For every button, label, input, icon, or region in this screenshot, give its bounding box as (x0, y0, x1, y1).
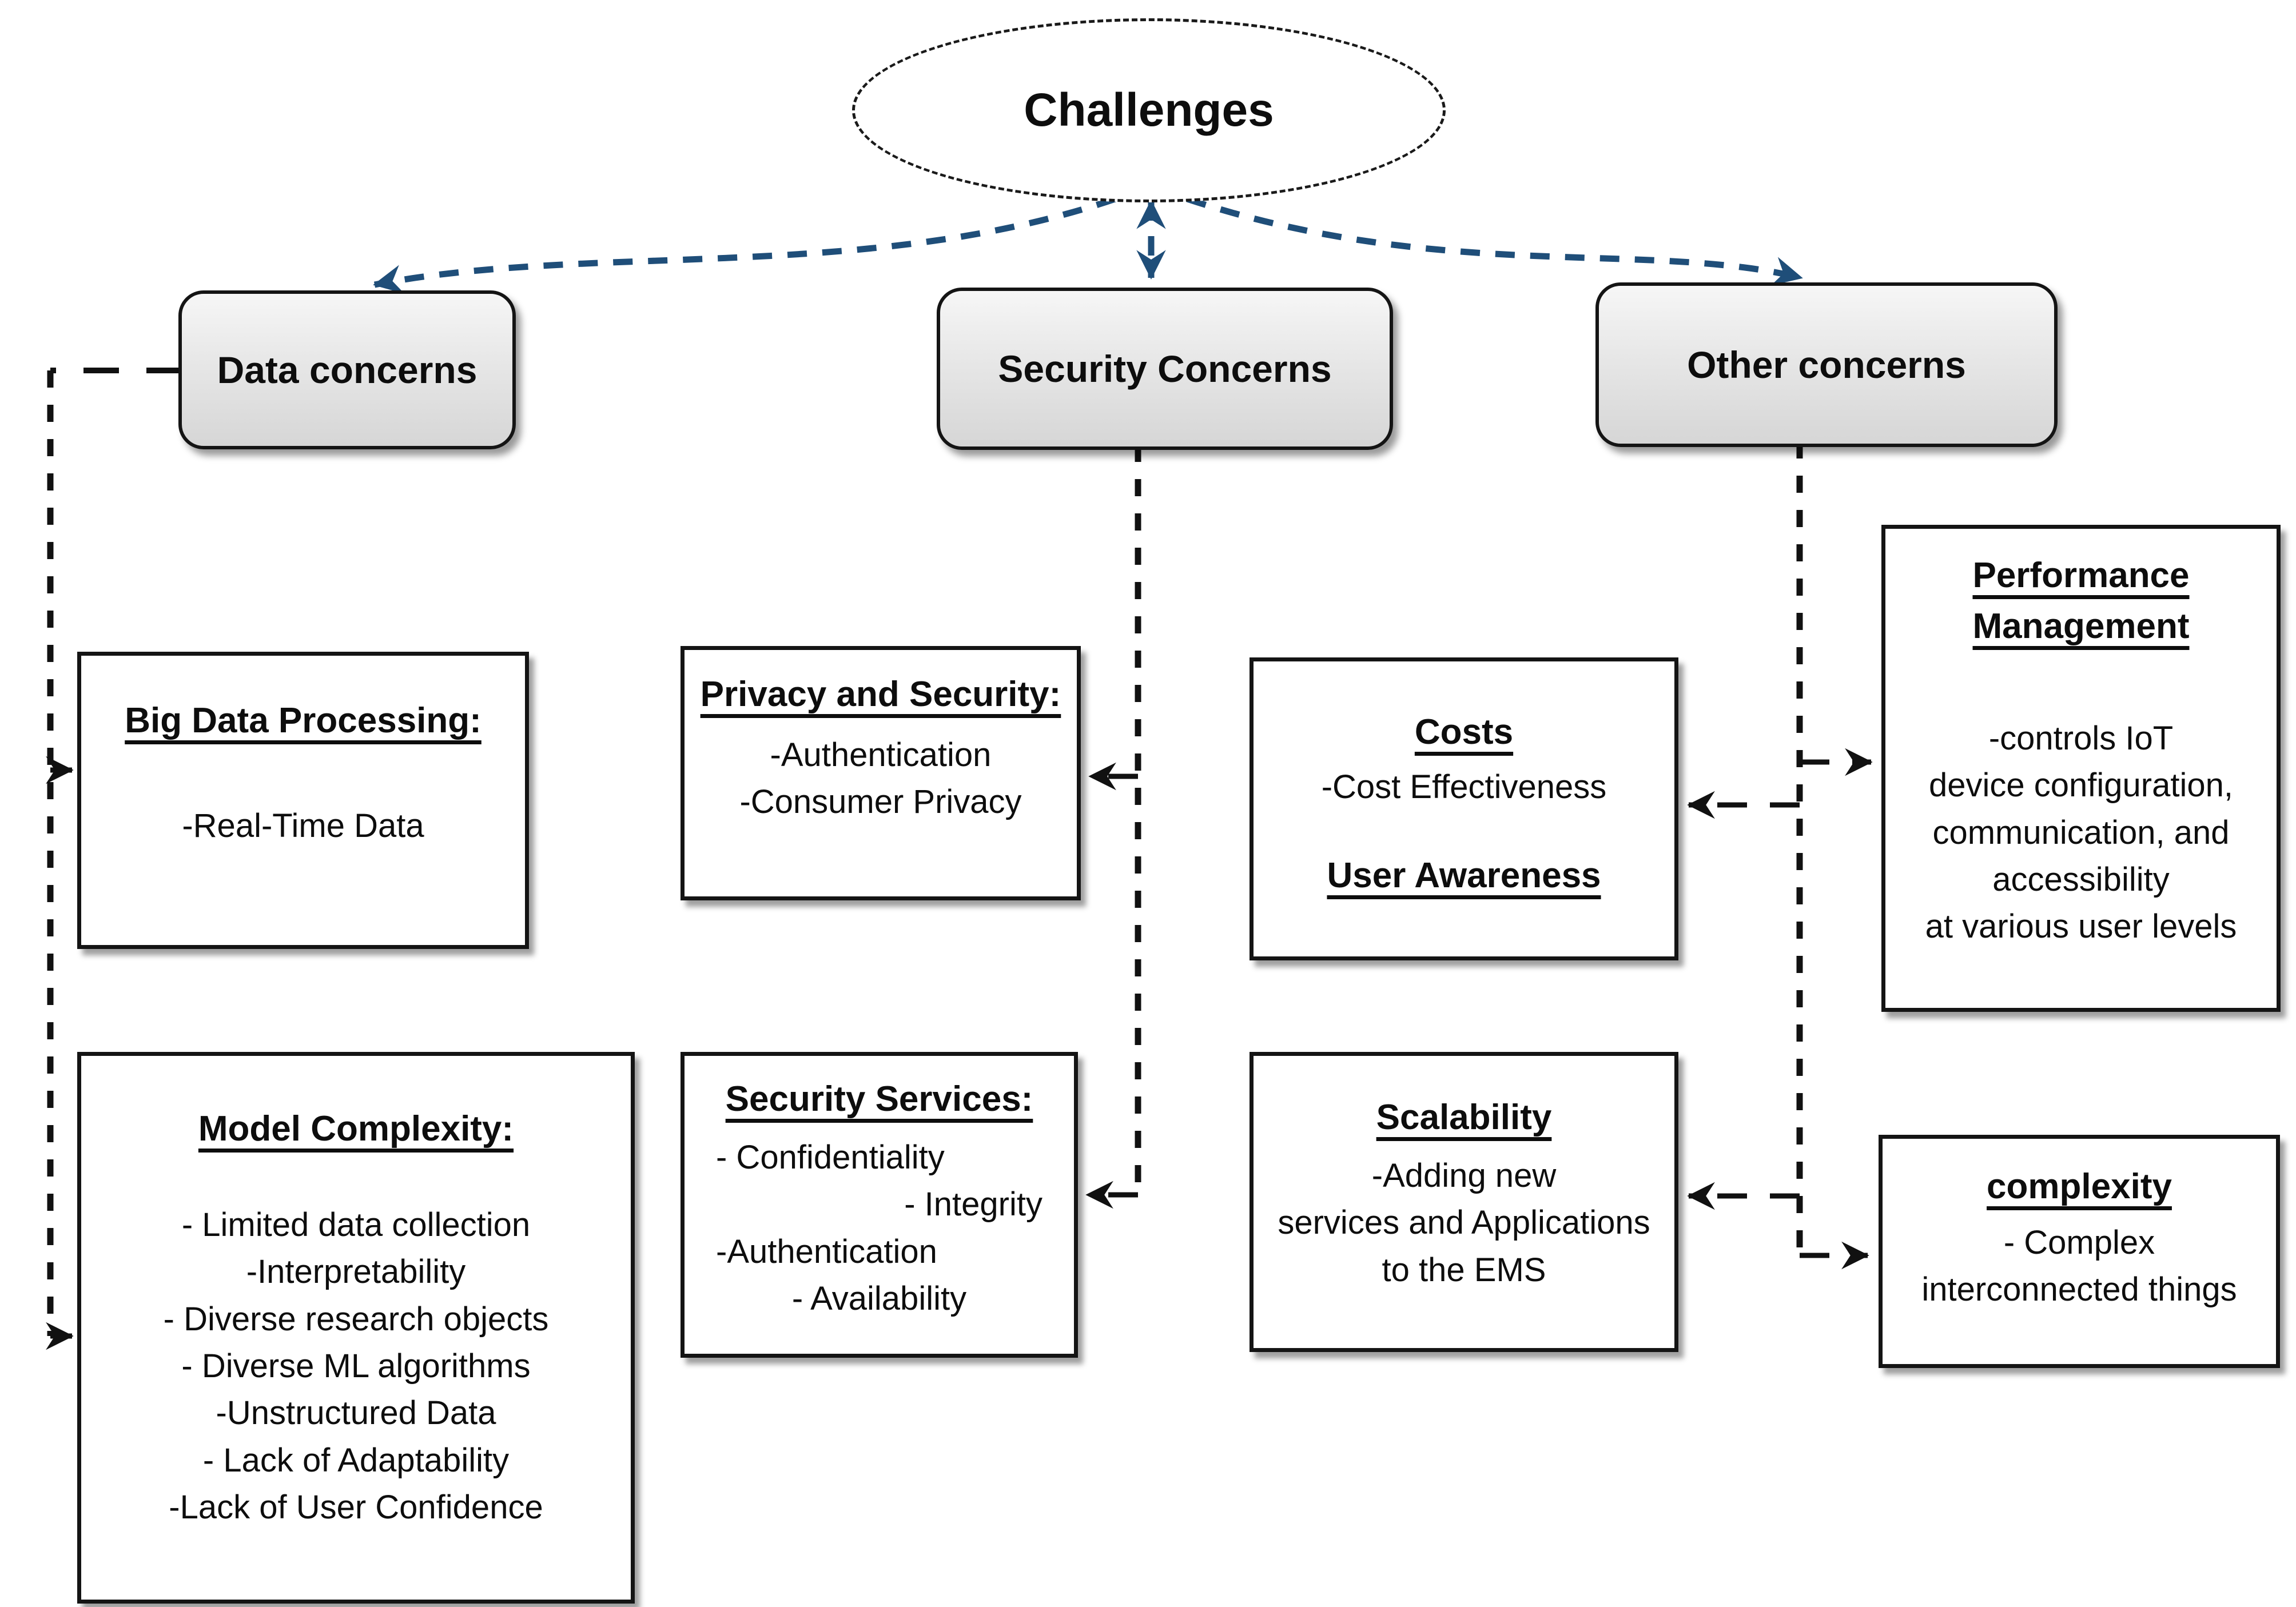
model-complexity-item: - Lack of Adaptability (202, 1441, 510, 1479)
model-complexity-item: -Lack of User Confidence (169, 1489, 543, 1526)
node-other-concerns: Other concerns (1595, 282, 2058, 447)
complexity-item: - Complex (2003, 1224, 2155, 1261)
security-services-item: - Availability (791, 1280, 967, 1318)
performance-item: -controls IoT (1988, 720, 2174, 757)
model-complexity-item: - Diverse research objects (163, 1300, 549, 1338)
complexity-title: complexity (1987, 1167, 2172, 1206)
security-services-title: Security Services: (725, 1079, 1033, 1119)
performance-item: communication, and (1932, 814, 2230, 851)
other-concerns-label: Other concerns (1687, 344, 1966, 386)
performance-item: device configuration, (1929, 767, 2233, 804)
big-data-item: -Real-Time Data (182, 807, 424, 844)
node-performance-management: Performance Management -controls IoT dev… (1881, 525, 2281, 1012)
node-security-services: Security Services: - Confidentiality - I… (681, 1052, 1078, 1358)
scalability-title: Scalability (1376, 1098, 1552, 1137)
big-data-title: Big Data Processing: (125, 701, 482, 740)
node-complexity: complexity - Complex interconnected thin… (1879, 1135, 2280, 1368)
challenges-label: Challenges (1024, 84, 1274, 136)
scalability-item: to the EMS (1382, 1251, 1546, 1289)
scalability-item: -Adding new (1371, 1157, 1557, 1194)
model-complexity-item: - Diverse ML algorithms (181, 1347, 531, 1385)
security-services-item: - Confidentiality (716, 1139, 945, 1176)
model-complexity-title: Model Complexity: (198, 1109, 514, 1149)
privacy-item: -Consumer Privacy (739, 783, 1022, 821)
data-concerns-label: Data concerns (217, 349, 477, 391)
security-services-item: - Integrity (904, 1186, 1042, 1223)
node-challenges: Challenges (852, 18, 1446, 202)
node-big-data-processing: Big Data Processing: -Real-Time Data (77, 652, 529, 949)
user-awareness-title: User Awareness (1327, 856, 1601, 896)
costs-title: Costs (1414, 712, 1514, 752)
performance-item: accessibility (1992, 861, 2170, 899)
complexity-item: interconnected things (1921, 1271, 2237, 1309)
privacy-title: Privacy and Security: (700, 675, 1061, 714)
privacy-item: -Authentication (770, 736, 992, 773)
model-complexity-item: -Interpretability (246, 1253, 466, 1291)
node-privacy-and-security: Privacy and Security: -Authentication -C… (681, 646, 1081, 900)
node-security-concerns: Security Concerns (937, 288, 1393, 450)
scalability-item: services and Applications (1278, 1204, 1650, 1242)
model-complexity-item: -Unstructured Data (216, 1394, 496, 1432)
costs-item: -Cost Effectiveness (1321, 768, 1607, 806)
node-costs-user-awareness: Costs -Cost Effectiveness User Awareness (1250, 657, 1678, 960)
node-model-complexity: Model Complexity: - Limited data collect… (77, 1052, 635, 1604)
edge-challenges-to-data-concerns (373, 196, 1116, 294)
model-complexity-item: - Limited data collection (181, 1206, 531, 1243)
performance-title: Performance Management (1972, 556, 2190, 646)
node-data-concerns: Data concerns (178, 290, 516, 449)
edge-challenges-to-other-concerns (1186, 196, 1803, 286)
security-concerns-label: Security Concerns (998, 348, 1332, 390)
performance-item: at various user levels (1925, 908, 2237, 946)
node-scalability: Scalability -Adding new services and App… (1250, 1052, 1678, 1352)
security-services-item: -Authentication (716, 1233, 937, 1270)
